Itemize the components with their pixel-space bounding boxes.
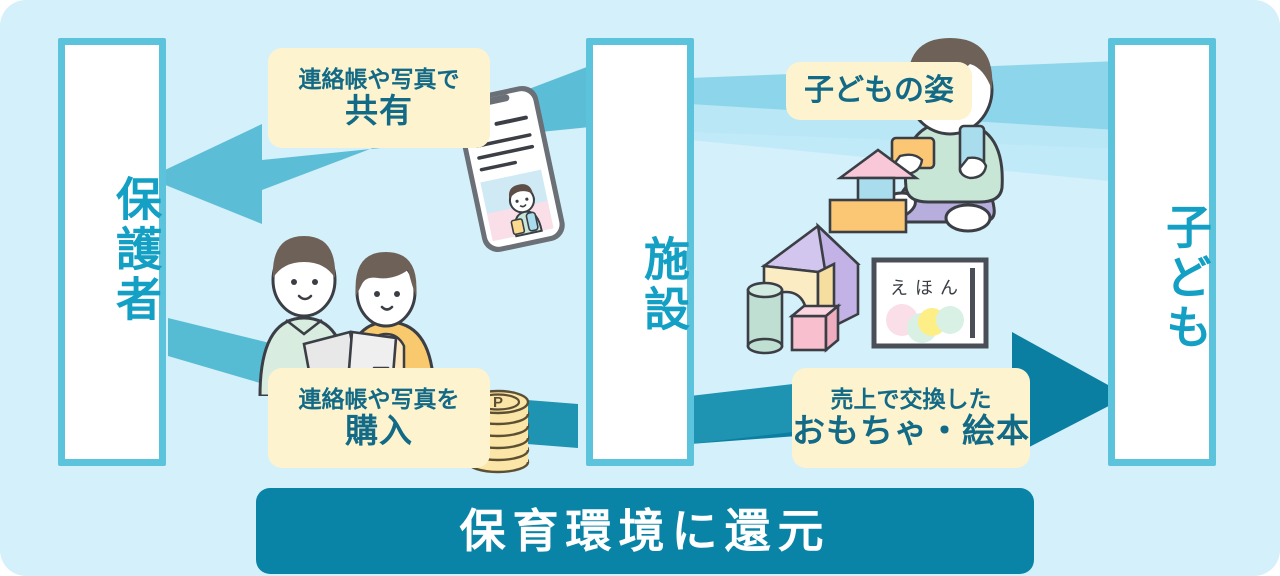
callout-toys-books-line1: 売上で交換した [830,385,992,412]
smartphone-post-illustration [455,85,565,253]
callout-share-line1: 連絡帳や写真で [298,65,460,92]
column-children: 子ども [1108,38,1216,466]
callout-toys-books: 売上で交換した おもちゃ・絵本 [792,368,1030,468]
bottom-banner: 保育環境に還元 [256,488,1034,574]
column-guardians-label: 保護者 [110,175,162,325]
column-facility: 施設 [586,38,694,466]
callout-purchase-line2: 購入 [345,412,413,450]
callout-purchase-line1: 連絡帳や写真を [298,385,460,412]
callout-toys-books-line2: おもちゃ・絵本 [792,412,1030,450]
picture-book-title-text: えほん [890,278,965,298]
child-playing-illustration [828,38,1004,234]
callout-share: 連絡帳や写真で 共有 [268,48,490,148]
blocks-and-book-illustration: えほん [746,222,989,355]
callout-child-appearance-line1: 子どもの姿 [804,73,954,107]
parents-reading-illustration [258,236,436,396]
callout-purchase: 連絡帳や写真を 購入 [268,368,490,468]
column-guardians: 保護者 [58,38,166,466]
column-facility-label: 施設 [638,235,690,335]
bottom-banner-text: 保育環境に還元 [459,505,831,557]
column-children-label: 子ども [1160,203,1212,353]
callout-child-appearance: 子どもの姿 [786,62,972,120]
coin-symbol-text: P [493,394,503,411]
callout-share-line2: 共有 [345,92,413,130]
